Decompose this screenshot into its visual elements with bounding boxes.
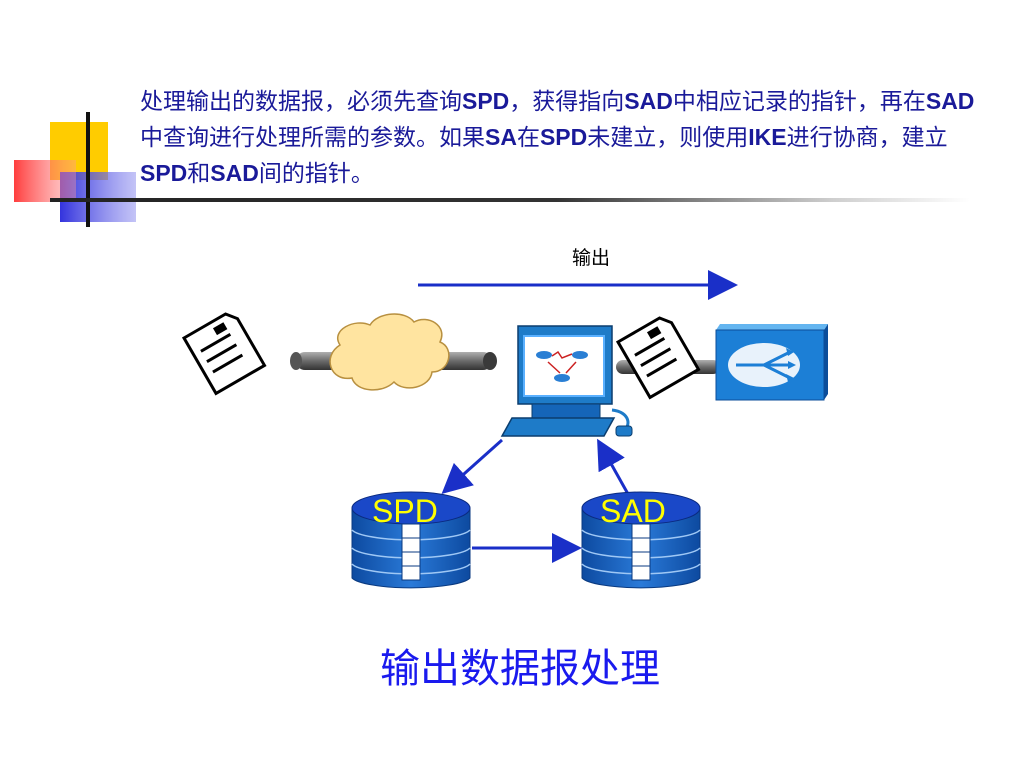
paragraph-text: 在 xyxy=(516,125,540,151)
spd-label: SPD xyxy=(372,493,438,529)
paragraph-text: 未建立，则使用 xyxy=(587,125,749,151)
workstation-to-spd-arrow xyxy=(441,438,503,494)
paragraph-text: 进行协商，建立 xyxy=(786,125,948,151)
paragraph-text: ，获得指向 xyxy=(509,89,625,115)
intro-paragraph: 处理输出的数据报，必须先查询SPD，获得指向SAD中相应记录的指针，再在SAD中… xyxy=(140,84,980,192)
paragraph-term: IKE xyxy=(748,124,787,150)
paragraph-term: SPD xyxy=(462,88,510,114)
workstation-icon xyxy=(500,325,633,437)
diagram-caption: 输出数据报处理 xyxy=(380,646,660,692)
paragraph-text: 处理输出的数据报，必须先查询 xyxy=(140,89,462,115)
paragraph-text: 中相应记录的指针，再在 xyxy=(672,89,926,115)
paragraph-term: SAD xyxy=(624,88,673,114)
sad-to-workstation-arrow xyxy=(597,438,630,495)
paragraph-text: 间的指针。 xyxy=(258,161,374,187)
sad-label: SAD xyxy=(600,493,666,529)
corner-decoration xyxy=(14,112,136,227)
red-square xyxy=(14,160,76,202)
paragraph-text: 中查询进行处理所需的参数。如果 xyxy=(140,125,485,151)
document-icon xyxy=(615,316,701,400)
paragraph-term: SA xyxy=(485,124,517,150)
header-rule xyxy=(50,198,970,202)
paragraph-term: SPD xyxy=(140,160,188,186)
vertical-bar xyxy=(86,112,90,227)
paragraph-term: SPD xyxy=(539,124,588,150)
router-icon xyxy=(536,350,588,382)
sad-database-icon xyxy=(581,491,701,589)
paragraph-text: 和 xyxy=(187,161,211,187)
network-switch-icon xyxy=(715,324,828,401)
paragraph-term: SAD xyxy=(210,160,259,186)
direction-label: 输出 xyxy=(572,247,611,269)
cloud-icon xyxy=(329,313,450,391)
paragraph-term: SAD xyxy=(925,88,975,114)
document-icon xyxy=(181,312,267,396)
spd-database-icon xyxy=(351,491,471,589)
